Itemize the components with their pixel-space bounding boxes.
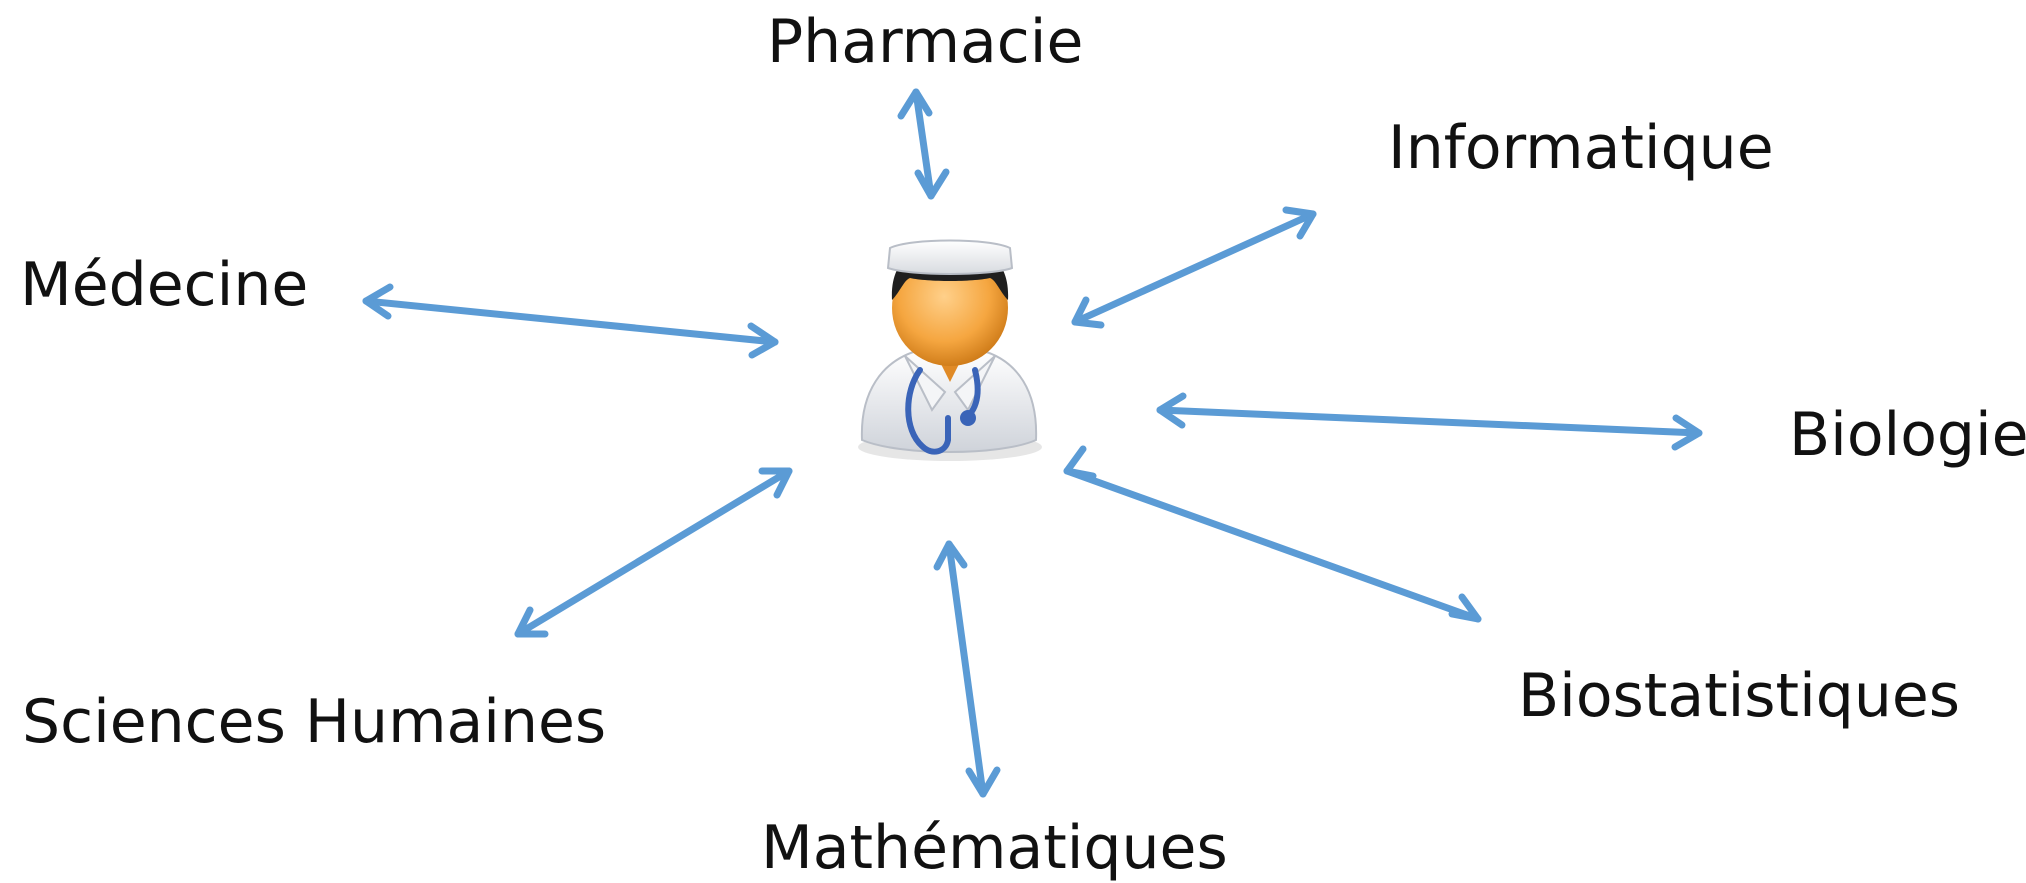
arrow-pharmacie <box>897 88 950 200</box>
arrow-biologie <box>1156 392 1703 451</box>
arrow-sciences-humaines <box>514 467 793 638</box>
arrow-medecine <box>362 283 779 359</box>
node-label-sciences-humaines: Sciences Humaines <box>22 687 607 757</box>
arrow-mathematiques <box>933 540 1001 798</box>
node-label-mathematiques: Mathématiques <box>761 813 1228 883</box>
node-label-informatique: Informatique <box>1388 113 1774 183</box>
node-label-biostatistiques: Biostatistiques <box>1518 661 1961 731</box>
node-label-biologie: Biologie <box>1789 400 2026 470</box>
arrow-informatique <box>1071 206 1317 329</box>
doctor-icon <box>858 239 1042 461</box>
arrow-biostatistiques <box>1063 445 1482 623</box>
node-label-pharmacie: Pharmacie <box>767 7 1084 77</box>
node-label-medecine: Médecine <box>20 250 309 320</box>
